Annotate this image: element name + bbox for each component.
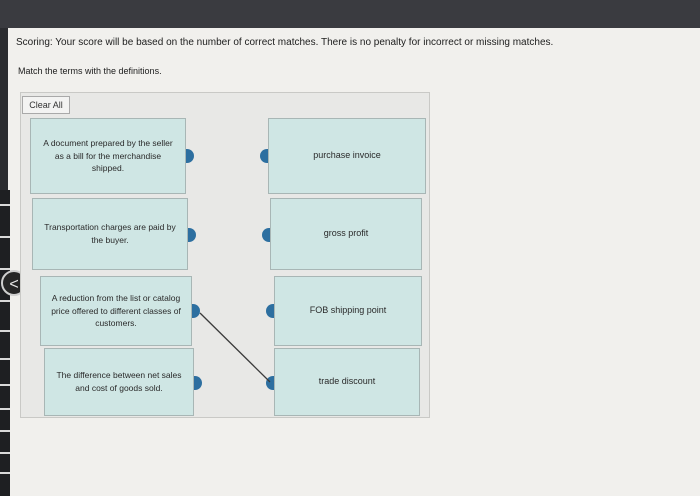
side-tick bbox=[0, 408, 10, 410]
top-bar bbox=[0, 0, 700, 28]
scoring-text: Scoring: Your score will be based on the… bbox=[16, 37, 554, 48]
term-text: purchase invoice bbox=[313, 150, 381, 161]
side-tick bbox=[0, 300, 10, 302]
definition-connector[interactable] bbox=[188, 228, 196, 242]
definition-text: A document prepared by the seller as a b… bbox=[43, 137, 173, 174]
definition-card[interactable]: Transportation charges are paid by the b… bbox=[32, 198, 188, 270]
side-tick bbox=[0, 452, 10, 454]
term-card[interactable]: purchase invoice bbox=[268, 118, 426, 194]
term-connector[interactable] bbox=[260, 149, 268, 163]
definition-text: Transportation charges are paid by the b… bbox=[44, 222, 176, 245]
definition-card[interactable]: The difference between net sales and cos… bbox=[44, 348, 194, 416]
term-card[interactable]: trade discount bbox=[274, 348, 420, 416]
term-text: trade discount bbox=[318, 376, 376, 387]
term-connector[interactable] bbox=[262, 228, 270, 242]
term-connector[interactable] bbox=[266, 376, 274, 390]
definition-card[interactable]: A reduction from the list or catalog pri… bbox=[40, 276, 192, 346]
definition-connector[interactable] bbox=[192, 304, 200, 318]
side-tick bbox=[0, 204, 10, 206]
definition-connector[interactable] bbox=[186, 149, 194, 163]
term-connector[interactable] bbox=[266, 304, 274, 318]
definition-text: A reduction from the list or catalog pri… bbox=[51, 292, 181, 329]
side-tick bbox=[0, 268, 10, 270]
term-text: FOB shipping point bbox=[309, 305, 387, 316]
instruction-text: Match the terms with the definitions. bbox=[18, 66, 162, 76]
definition-connector[interactable] bbox=[194, 376, 202, 390]
side-strip bbox=[0, 190, 10, 496]
side-tick bbox=[0, 472, 10, 474]
side-tick bbox=[0, 330, 10, 332]
term-text: gross profit bbox=[323, 228, 369, 239]
term-card[interactable]: gross profit bbox=[270, 198, 422, 270]
term-card[interactable]: FOB shipping point bbox=[274, 276, 422, 346]
side-tick bbox=[0, 358, 10, 360]
match-line bbox=[199, 312, 271, 383]
definition-card[interactable]: A document prepared by the seller as a b… bbox=[30, 118, 186, 194]
clear-all-button[interactable]: Clear All bbox=[22, 96, 70, 114]
side-tick bbox=[0, 430, 10, 432]
side-tick bbox=[0, 236, 10, 238]
definition-text: The difference between net sales and cos… bbox=[56, 370, 182, 393]
side-tick bbox=[0, 384, 10, 386]
